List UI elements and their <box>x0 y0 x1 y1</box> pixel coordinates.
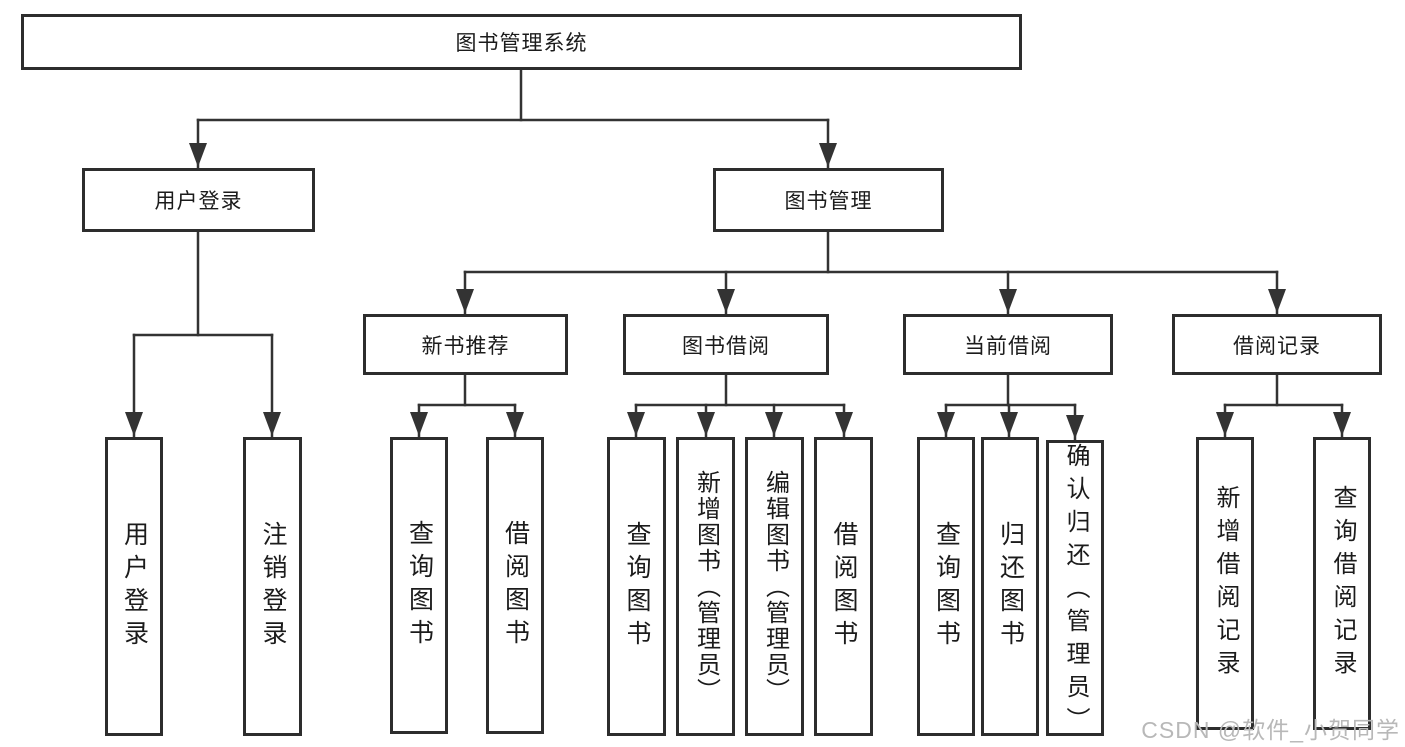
leaf-add-book-admin-label: 新增图书（管理员） <box>692 469 720 704</box>
node-book-borrow-label: 图书借阅 <box>682 334 770 358</box>
leaf-query-books-1-label: 查询图书 <box>405 519 434 652</box>
node-book-management: 图书管理 <box>713 168 944 232</box>
node-current-borrow-label: 当前借阅 <box>964 334 1052 358</box>
leaf-edit-book-admin-label: 编辑图书（管理员） <box>761 469 789 704</box>
leaf-query-books-3: 查询图书 <box>917 437 975 736</box>
leaf-query-borrow-record-label: 查询借阅记录 <box>1329 484 1356 683</box>
leaf-borrow-books-2: 借阅图书 <box>814 437 873 736</box>
leaf-query-books-1: 查询图书 <box>390 437 448 734</box>
leaf-logout: 注销登录 <box>243 437 302 736</box>
leaf-borrow-books-1: 借阅图书 <box>486 437 544 734</box>
leaf-return-book: 归还图书 <box>981 437 1039 736</box>
node-new-book-recommend-label: 新书推荐 <box>421 334 510 358</box>
leaf-logout-label: 注销登录 <box>259 520 287 653</box>
leaf-add-borrow-record-label: 新增借阅记录 <box>1212 484 1239 683</box>
leaf-borrow-books-1-label: 借阅图书 <box>501 519 530 652</box>
node-current-borrow: 当前借阅 <box>903 314 1113 375</box>
leaf-borrow-books-2-label: 借阅图书 <box>830 520 858 653</box>
node-borrow-records-label: 借阅记录 <box>1233 334 1321 358</box>
leaf-query-borrow-record: 查询借阅记录 <box>1313 437 1371 730</box>
leaf-query-books-3-label: 查询图书 <box>932 520 961 653</box>
leaf-query-books-2: 查询图书 <box>607 437 666 736</box>
leaf-query-books-2-label: 查询图书 <box>623 520 651 653</box>
node-root: 图书管理系统 <box>21 14 1022 70</box>
node-user-login-label: 用户登录 <box>154 190 243 213</box>
watermark: CSDN @软件_小贺同学 <box>1141 717 1400 743</box>
node-book-borrow: 图书借阅 <box>623 314 829 375</box>
node-book-management-label: 图书管理 <box>784 190 873 213</box>
node-root-label: 图书管理系统 <box>455 32 588 55</box>
node-user-login: 用户登录 <box>82 168 315 232</box>
leaf-user-login: 用户登录 <box>105 437 163 736</box>
node-borrow-records: 借阅记录 <box>1172 314 1382 375</box>
leaf-edit-book-admin: 编辑图书（管理员） <box>745 437 804 736</box>
leaf-confirm-return-admin-label: 确认归还（管理员） <box>1062 443 1089 740</box>
leaf-return-book-label: 归还图书 <box>996 520 1025 653</box>
leaf-confirm-return-admin: 确认归还（管理员） <box>1046 440 1104 740</box>
leaf-user-login-label: 用户登录 <box>120 520 149 653</box>
node-new-book-recommend: 新书推荐 <box>363 314 568 375</box>
leaf-add-borrow-record: 新增借阅记录 <box>1196 437 1254 730</box>
leaf-add-book-admin: 新增图书（管理员） <box>676 437 735 736</box>
